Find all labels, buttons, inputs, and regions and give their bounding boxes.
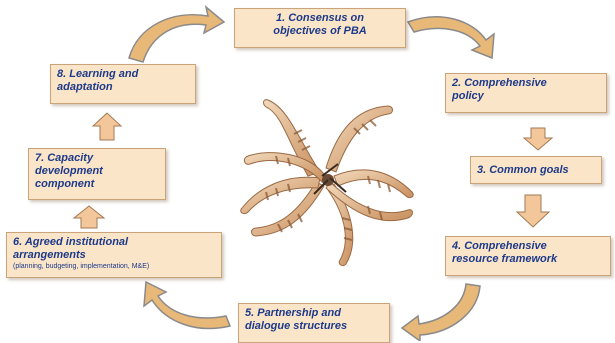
step-3-box: 3. Common goals [470, 156, 602, 184]
step-6-line-2: arrangements [13, 249, 215, 262]
step-1-line-2: objectives of PBA [241, 25, 399, 38]
step-4-line-2: resource framework [452, 253, 604, 266]
step-7-box: 7. Capacity development component [28, 148, 166, 200]
step-2-line-1: 2. Comprehensive [452, 77, 600, 90]
step-2-line-2: policy [452, 90, 600, 103]
central-hands-sculpture [241, 100, 414, 266]
arrow-down-2-3 [524, 128, 552, 150]
step-5-line-1: 5. Partnership and [245, 307, 383, 320]
step-6-box: 6. Agreed institutional arrangements (pl… [6, 232, 222, 278]
step-8-line-1: 8. Learning and [57, 68, 189, 81]
step-1-line-1: 1. Consensus on [241, 12, 399, 25]
step-7-line-2: development [35, 165, 159, 178]
step-3-line-1: 3. Common goals [477, 164, 595, 177]
step-6-line-1: 6. Agreed institutional [13, 236, 215, 249]
curved-arrow-top-left [129, 7, 224, 62]
step-1-box: 1. Consensus on objectives of PBA [234, 8, 406, 48]
step-4-box: 4. Comprehensive resource framework [445, 236, 611, 276]
curved-arrow-top-right [408, 17, 494, 58]
step-5-box: 5. Partnership and dialogue structures [238, 303, 390, 343]
step-6-note: (planning, budgeting, implementation, M&… [13, 262, 215, 272]
step-7-line-3: component [35, 178, 159, 191]
arrow-down-3-4 [517, 195, 549, 227]
step-8-box: 8. Learning and adaptation [50, 64, 196, 104]
arrow-up-7-8 [93, 113, 121, 140]
step-7-line-1: 7. Capacity [35, 152, 159, 165]
curved-arrow-bottom-right [402, 284, 480, 341]
curved-arrow-bottom-left [144, 282, 230, 328]
arrow-up-6-7 [74, 206, 104, 228]
step-2-box: 2. Comprehensive policy [445, 73, 607, 113]
step-5-line-2: dialogue structures [245, 320, 383, 333]
step-4-line-1: 4. Comprehensive [452, 240, 604, 253]
step-8-line-2: adaptation [57, 81, 189, 94]
